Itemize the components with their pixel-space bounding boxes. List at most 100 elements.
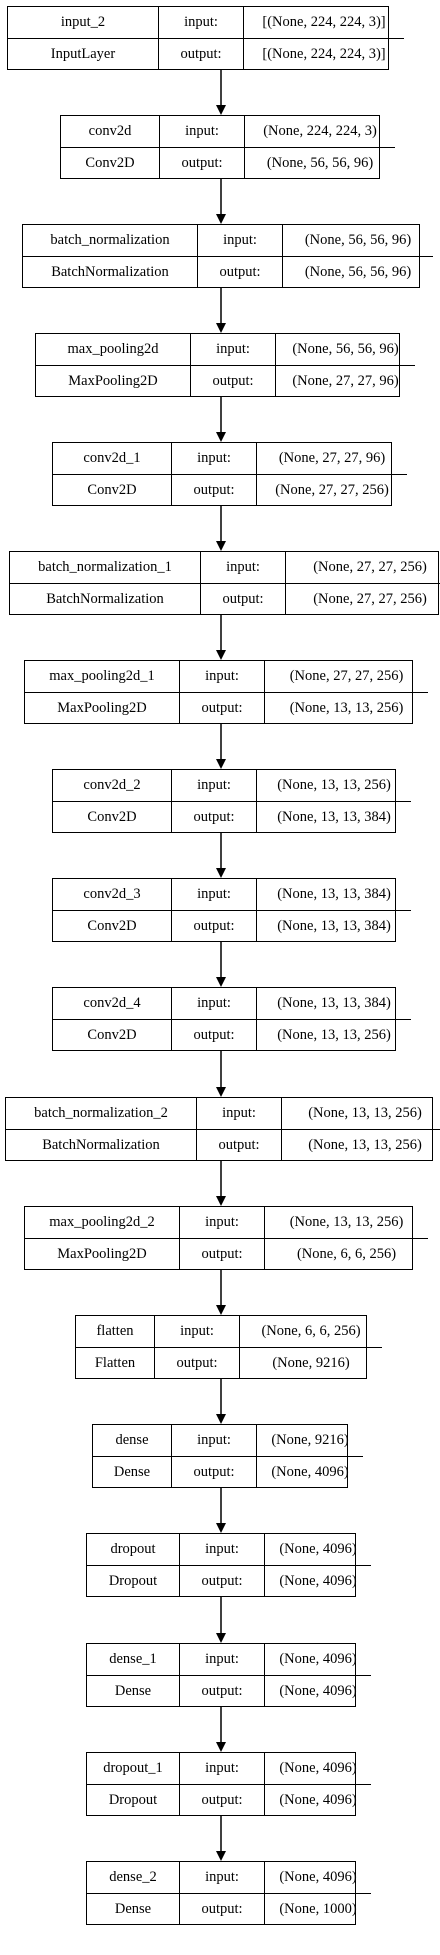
output-label: output: [179, 1676, 264, 1706]
node-type: Conv2D [87, 481, 137, 498]
layer-node-batch_normalization_1: batch_normalization_1 input:(None, 27, 27… [9, 551, 440, 615]
output-label: output: [179, 693, 264, 723]
arrow-head-icon [216, 759, 226, 769]
output-label: output: [179, 1239, 264, 1269]
node-name: dropout_1 [103, 1760, 163, 1776]
input-label: input: [179, 1862, 264, 1893]
layer-row: dense_2 input:(None, 4096) [87, 1862, 371, 1893]
input-shape: (None, 13, 13, 256) [264, 1207, 428, 1238]
arrow-head-icon [216, 1523, 226, 1533]
output-label: output: [179, 1566, 264, 1596]
node-type: Dense [114, 1900, 152, 1917]
node-type: Flatten [94, 1354, 136, 1371]
node-name: conv2d_2 [83, 777, 141, 793]
output-label: output: [171, 911, 256, 941]
input-label: input: [171, 988, 256, 1019]
input-shape: (None, 13, 13, 256) [281, 1098, 440, 1129]
arrow-head-icon [216, 1196, 226, 1206]
arrow-head-icon [216, 1414, 226, 1424]
layer-row: Flatten output:(None, 9216) [76, 1347, 382, 1378]
input-label: input: [179, 1207, 264, 1238]
node-type: InputLayer [50, 45, 116, 62]
output-shape: (None, 13, 13, 256) [264, 693, 428, 723]
node-name: input_2 [60, 14, 106, 30]
output-shape: (None, 13, 13, 384) [256, 802, 411, 832]
output-shape: (None, 6, 6, 256) [264, 1239, 428, 1269]
arrow-head-icon [216, 1851, 226, 1861]
node-name: max_pooling2d_2 [49, 1214, 155, 1230]
output-label: output: [154, 1348, 239, 1378]
input-shape: (None, 4096) [264, 1534, 371, 1565]
node-name: batch_normalization [50, 232, 170, 248]
input-label: input: [200, 552, 285, 583]
node-type: Dense [113, 1463, 151, 1480]
node-name: flatten [96, 1323, 134, 1339]
node-name: conv2d_3 [83, 886, 141, 902]
input-label: input: [179, 1753, 264, 1784]
arrow-head-icon [216, 105, 226, 115]
input-shape: (None, 224, 224, 3) [244, 116, 395, 147]
output-shape: (None, 27, 27, 256) [285, 584, 440, 614]
layer-row: flatten input:(None, 6, 6, 256) [76, 1316, 382, 1347]
output-label: output: [196, 1130, 281, 1160]
node-name: conv2d [88, 123, 132, 139]
node-type: Conv2D [85, 154, 135, 171]
node-name: batch_normalization_1 [38, 559, 172, 575]
output-label: output: [179, 1894, 264, 1924]
node-name: max_pooling2d [67, 341, 159, 357]
node-type: Conv2D [87, 917, 137, 934]
layer-node-flatten: flatten input:(None, 6, 6, 256) Flatten out… [75, 1315, 382, 1379]
output-shape: (None, 13, 13, 384) [256, 911, 411, 941]
arrow-head-icon [216, 650, 226, 660]
input-label: input: [171, 770, 256, 801]
input-shape: (None, 4096) [264, 1862, 371, 1893]
output-shape: (None, 9216) [239, 1348, 382, 1378]
input-label: input: [171, 1425, 256, 1456]
output-shape: (None, 56, 56, 96) [282, 257, 433, 287]
input-label: input: [159, 116, 244, 147]
output-label: output: [159, 148, 244, 178]
input-shape: (None, 9216) [256, 1425, 363, 1456]
input-shape: (None, 6, 6, 256) [239, 1316, 382, 1347]
output-shape: (None, 4096) [264, 1785, 371, 1815]
layer-node-conv2d: conv2d input:(None, 224, 224, 3) Conv2D out… [60, 115, 395, 179]
input-label: input: [154, 1316, 239, 1347]
node-type: MaxPooling2D [57, 699, 147, 716]
input-shape: (None, 56, 56, 96) [282, 225, 433, 256]
node-name: conv2d_4 [83, 995, 141, 1011]
node-name: dense_1 [109, 1651, 157, 1667]
input-shape: (None, 4096) [264, 1753, 371, 1784]
input-label: input: [179, 1534, 264, 1565]
input-label: input: [179, 1644, 264, 1675]
node-type: BatchNormalization [46, 590, 164, 607]
node-type: MaxPooling2D [68, 372, 158, 389]
node-name: dense_2 [109, 1869, 157, 1885]
